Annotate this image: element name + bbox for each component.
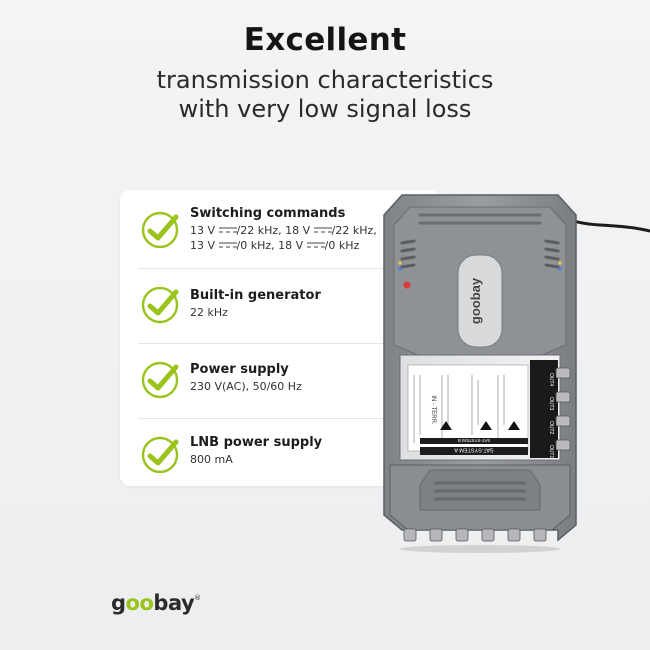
device-brand-label: goobay — [468, 277, 483, 324]
goobay-logo: goobay® — [111, 591, 201, 615]
f-connector — [555, 439, 571, 451]
spec-value: /22 kHz, — [331, 224, 377, 237]
f-connector — [481, 528, 495, 542]
f-connector — [507, 528, 521, 542]
logo-text: g — [111, 591, 126, 615]
feature-title: Switching commands — [190, 206, 346, 221]
f-connector — [533, 528, 547, 542]
logo-text: bay — [153, 591, 195, 615]
subheadline-line-2: with very low signal loss — [178, 95, 472, 123]
feature-desc: 22 kHz — [190, 306, 228, 319]
feature-title: Built-in generator — [190, 288, 321, 303]
dc-symbol-icon — [306, 242, 325, 248]
multiswitch-device: goobay IN - TERR. SAT-SYSTEM A SAT-SYSTE… — [383, 194, 577, 553]
feature-lnb-power-supply: LNB power supply 800 mA — [120, 419, 440, 493]
check-icon — [141, 361, 179, 399]
f-connector — [555, 367, 571, 379]
f-connector — [555, 415, 571, 427]
spec-value: /0 kHz, 18 V — [236, 239, 304, 252]
check-icon — [141, 211, 179, 249]
feature-built-in-generator: Built-in generator 22 kHz — [120, 269, 440, 343]
headline: Excellent — [243, 22, 407, 58]
feature-title: Power supply — [190, 362, 289, 377]
dc-symbol-icon — [313, 227, 332, 233]
subheadline-line-1: transmission characteristics — [156, 66, 494, 94]
terr-input-label: IN - TERR. — [430, 395, 436, 425]
divider — [138, 418, 422, 419]
feature-desc: 13 V /22 kHz, 18 V /22 kHz, 13 V /0 kHz,… — [190, 223, 436, 253]
subheadline: transmission characteristics with very l… — [0, 66, 650, 124]
logo-text-accent: oo — [125, 591, 154, 615]
divider — [138, 268, 422, 269]
output-label: OUT4 — [548, 373, 554, 387]
feature-desc-line-1: 13 V /22 kHz, 18 V /22 kHz, — [190, 223, 436, 238]
feature-desc: 230 V(AC), 50/60 Hz — [190, 380, 302, 393]
feature-desc-line-2: 13 V /0 kHz, 18 V /0 kHz — [190, 238, 436, 253]
f-connector — [429, 528, 443, 542]
divider — [138, 343, 422, 344]
f-connector — [403, 528, 417, 542]
spec-value: /22 kHz, 18 V — [236, 224, 311, 237]
power-led — [403, 281, 411, 289]
check-icon — [141, 436, 179, 474]
f-connector — [455, 528, 469, 542]
registered-mark: ® — [194, 594, 201, 602]
feature-switching-commands: Switching commands 13 V /22 kHz, 18 V /2… — [120, 194, 440, 268]
voltage-value: 13 V — [190, 239, 216, 252]
check-icon — [141, 286, 179, 324]
f-connector — [555, 391, 571, 403]
sat-system-b-label: SAT-SYSTEM B — [458, 438, 490, 443]
output-label: OUT1 — [548, 445, 554, 459]
logo-plate — [457, 254, 503, 348]
spec-value: /0 kHz — [324, 239, 360, 252]
output-label: OUT3 — [548, 397, 554, 411]
feature-title: LNB power supply — [190, 435, 323, 450]
feature-desc: 800 mA — [190, 453, 233, 466]
dc-symbol-icon — [218, 227, 237, 233]
dc-symbol-icon — [218, 242, 237, 248]
voltage-value: 13 V — [190, 224, 216, 237]
output-label: OUT2 — [548, 421, 554, 435]
sat-system-a-label: SAT-SYSTEM A — [454, 447, 494, 453]
feature-power-supply: Power supply 230 V(AC), 50/60 Hz — [120, 344, 440, 418]
